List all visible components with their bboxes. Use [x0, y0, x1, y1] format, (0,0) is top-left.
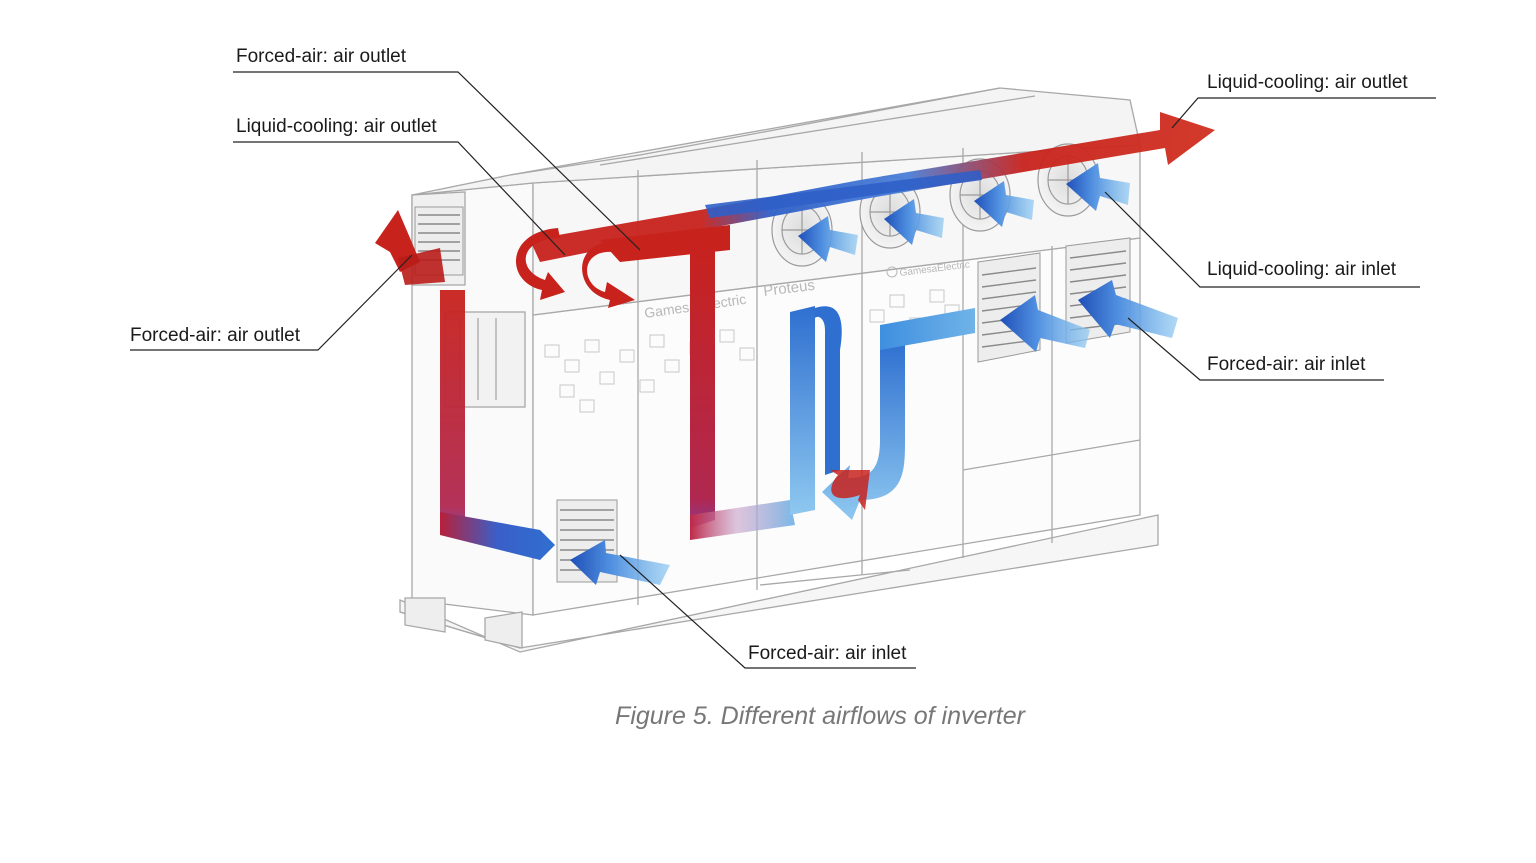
- airflow-fan-inlets: [705, 163, 1130, 262]
- airflow-center-u: [600, 225, 975, 540]
- label-forced-air-inlet-bottom: Forced-air: air inlet: [748, 643, 907, 664]
- brand-logo-icon: [886, 266, 898, 278]
- label-forced-air-inlet-right: Forced-air: air inlet: [1207, 354, 1366, 375]
- leader-lines: [130, 71, 1436, 669]
- label-forced-air-outlet-left: Forced-air: air outlet: [130, 325, 301, 346]
- leader-forced-air-outlet-top: [233, 71, 641, 251]
- airflow-bottom-inlet: [570, 540, 670, 585]
- airflow-right-inlets: [1000, 280, 1178, 352]
- label-liquid-cooling-outlet-left: Liquid-cooling: air outlet: [236, 116, 437, 137]
- leader-liquid-cooling-inlet-right: [1104, 191, 1420, 288]
- label-liquid-cooling-inlet-right: Liquid-cooling: air inlet: [1207, 259, 1397, 280]
- label-liquid-cooling-outlet-right: Liquid-cooling: air outlet: [1207, 72, 1408, 93]
- cabinet-model-text: Proteus: [762, 277, 815, 300]
- label-forced-air-outlet-top: Forced-air: air outlet: [236, 46, 407, 67]
- figure-caption: Figure 5. Different airflows of inverter: [615, 702, 1025, 730]
- leader-forced-air-outlet-left: [130, 254, 413, 351]
- leader-liquid-cooling-outlet-right: [1171, 97, 1436, 129]
- airflow-left-loop: [375, 210, 555, 560]
- leader-liquid-cooling-outlet-left: [233, 141, 566, 256]
- leader-forced-air-inlet-right: [1127, 317, 1384, 381]
- leader-forced-air-inlet-bottom: [619, 554, 916, 669]
